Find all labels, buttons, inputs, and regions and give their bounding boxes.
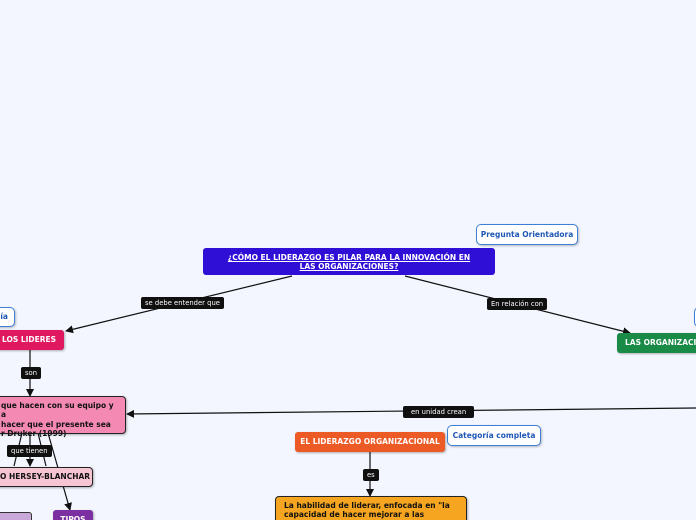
central-question-node[interactable]: ¿CÓMO EL LIDERAZGO ES PILAR PARA LA INNO… [203,248,495,275]
label-that-have: que tienen [7,445,52,457]
node-organizational-leadership[interactable]: EL LIDERAZGO ORGANIZACIONAL [295,432,445,452]
tag-complete-category[interactable]: Categoría completa [447,425,541,446]
label-are: son [21,367,42,379]
node-drucker-definition[interactable]: que hacen con su equipo y a hacer que el… [0,396,126,438]
node-hersey-blanchard[interactable]: O HERSEY-BLANCHAR [0,467,93,487]
node-types[interactable]: TIPOS [53,510,93,520]
label-is: es [363,469,379,481]
tag-guiding-question[interactable]: Pregunta Orientadora [476,224,578,245]
node-partial-purple[interactable] [0,512,32,520]
tag-left-partial[interactable]: ía [0,307,15,327]
node-leadership-ability[interactable]: La habilidad de liderar, enfocada en "la… [275,496,467,520]
label-in-relation-to: En relación con [487,298,548,310]
label-must-understand: se debe entender que [141,297,224,309]
node-organizations[interactable]: LAS ORGANIZACIO [617,333,696,353]
node-leaders[interactable]: LOS LIDERES [0,330,64,350]
label-in-unity-create: en unidad crean [403,406,475,418]
